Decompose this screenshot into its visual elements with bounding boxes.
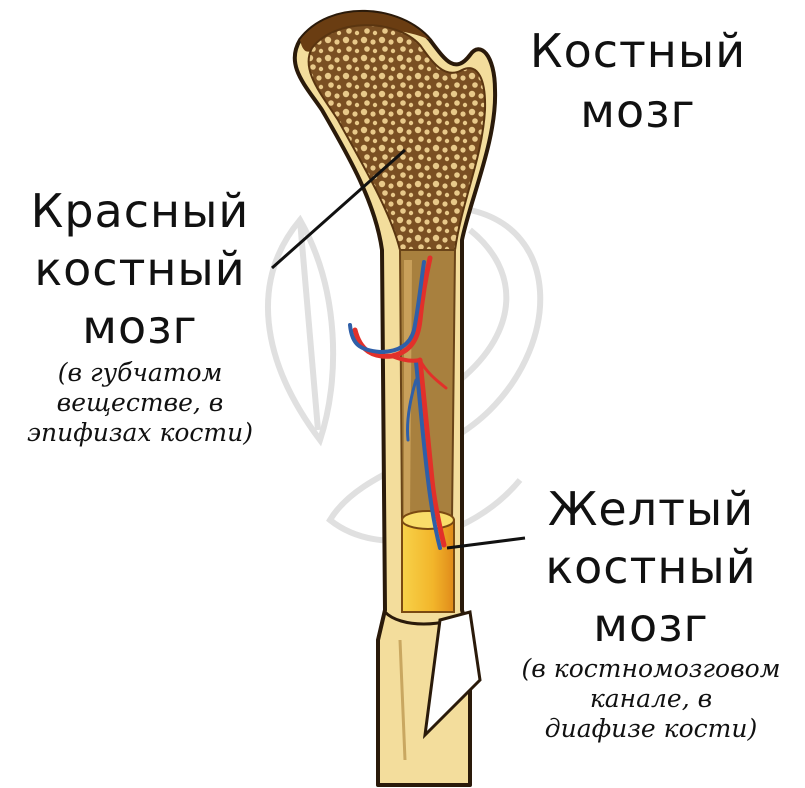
red-marrow-note-line1: (в губчатом	[14, 360, 266, 385]
yellow-marrow-note-line2: канале, в	[506, 686, 796, 711]
yellow-marrow-line1: Желтый	[506, 486, 796, 532]
title-line2: мозг	[508, 88, 768, 134]
red-marrow-note-line3: эпифизах кости)	[14, 420, 266, 445]
red-marrow-line3: мозг	[14, 304, 266, 350]
yellow-marrow-line2: костный	[506, 544, 796, 590]
yellow-marrow-line3: мозг	[506, 602, 796, 648]
yellow-marrow	[402, 511, 454, 612]
red-marrow-line2: костный	[14, 246, 266, 292]
yellow-marrow-note-line3: диафизе кости)	[506, 716, 796, 741]
red-marrow-label: Красный костный мозг (в губчатом веществ…	[14, 188, 266, 445]
red-marrow-line1: Красный	[14, 188, 266, 234]
red-marrow-note-line2: веществе, в	[14, 390, 266, 415]
spongy-bone	[309, 25, 486, 250]
title: Костный мозг	[508, 28, 768, 134]
title-line1: Костный	[508, 28, 768, 74]
yellow-marrow-label: Желтый костный мозг (в костномозговом ка…	[506, 486, 796, 741]
yellow-marrow-note-line1: (в костномозговом	[506, 656, 796, 681]
